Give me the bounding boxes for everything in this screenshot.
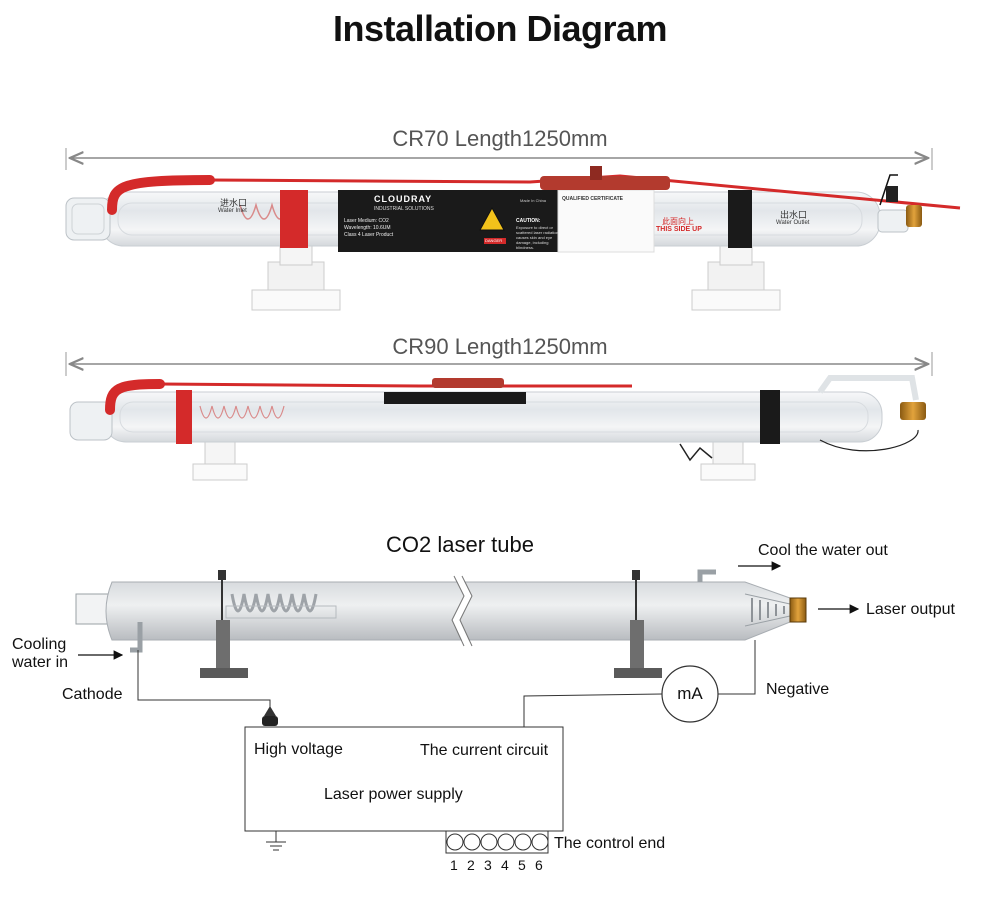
terminal-number: 1 <box>450 857 458 873</box>
cr70-laser-tube <box>65 166 961 311</box>
schematic-title: CO2 laser tube <box>386 532 534 557</box>
power-supply-label: Laser power supply <box>324 786 463 803</box>
cathode-label: Cathode <box>62 686 123 703</box>
terminal-number: 2 <box>467 857 475 873</box>
terminal-number: 5 <box>518 857 526 873</box>
cool-water-out-label: Cool the water out <box>758 542 888 559</box>
cr70-this-side-up: THIS SIDE UP <box>656 226 702 233</box>
cr70-spec-2: Wavelength: 10.6UM <box>344 225 391 231</box>
cr70-this-side-up-cn: 此面向上 <box>662 217 694 226</box>
current-circuit-label: The current circuit <box>420 742 549 759</box>
negative-label: Negative <box>766 681 830 698</box>
cr70-caution-text: Exposure to direct or scattered laser ra… <box>516 225 559 250</box>
cr70-water-inlet-cn: 进水口 <box>220 198 248 208</box>
cr70-water-outlet: Water Outlet <box>776 220 810 226</box>
cr70-spec-3: Class 4 Laser Product <box>344 232 394 238</box>
cooling-water-in-label: Cooling water in <box>12 636 69 671</box>
cr70-caution-title: CAUTION: <box>516 218 541 224</box>
cr90-length-label: CR90 Length1250mm <box>392 334 608 359</box>
cr70-brand-sub: INDUSTRIAL SOLUTIONS <box>374 206 434 212</box>
terminal-number: 6 <box>535 857 543 873</box>
milliammeter: mA <box>677 684 703 703</box>
terminal-number: 4 <box>501 857 509 873</box>
page-title: Installation Diagram <box>332 8 668 49</box>
cr70-brand: CLOUDRAY <box>374 194 433 204</box>
cr70-made-in: Made In China <box>520 198 547 203</box>
cr70-water-outlet-cn: 出水口 <box>780 210 808 220</box>
high-voltage-label: High voltage <box>254 741 343 758</box>
laser-output-label: Laser output <box>866 601 955 618</box>
cr90-dimension <box>65 352 933 376</box>
terminal-circles <box>446 833 549 851</box>
cr70-certificate: QUALIFIED CERTIFICATE <box>562 196 624 202</box>
terminal-number: 3 <box>484 857 492 873</box>
cr70-danger: DANGER <box>485 238 503 243</box>
schematic-diagram <box>75 561 860 854</box>
cr70-dimension <box>65 148 933 170</box>
control-end-label: The control end <box>554 835 666 852</box>
cr90-laser-tube <box>69 375 926 481</box>
cr70-length-label: CR70 Length1250mm <box>392 126 608 151</box>
cr70-water-inlet: Water Inlet <box>218 208 247 214</box>
cr70-spec-1: Laser Medium: CO2 <box>344 218 389 224</box>
